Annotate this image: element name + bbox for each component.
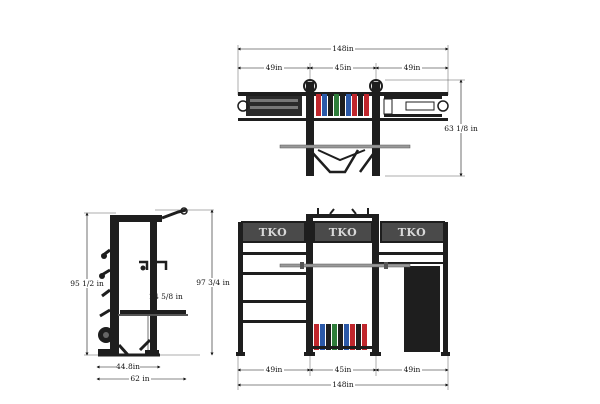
tko-logo-right: TKO: [398, 226, 427, 239]
side-rack-profile: [98, 207, 188, 357]
front-rack-elevation: TKO TKO TKO: [236, 208, 450, 356]
side-overall-depth-label: 62 in: [130, 374, 149, 383]
front-right-bay-label: 49in: [404, 365, 421, 374]
side-height-right-label: 97 3/4 in: [196, 278, 230, 287]
top-depth-label: 63 1/8 in: [444, 124, 478, 133]
side-height-left-label: 95 1/2 in: [70, 279, 104, 288]
top-view: 148in 49in 45in 49in 63 1/8 in: [237, 44, 478, 177]
front-center-bay-label: 45in: [335, 365, 352, 374]
side-bench-height-label: 24 5/8 in: [149, 292, 183, 301]
top-overall-width-label: 148in: [332, 44, 354, 53]
side-base-depth-label: 44.8in: [116, 362, 140, 371]
front-overall-width-label: 148in: [332, 380, 354, 389]
tko-logo-left: TKO: [259, 226, 288, 239]
top-right-bay-label: 49in: [404, 63, 421, 72]
top-rack-plan: [237, 79, 449, 176]
front-left-bay-label: 49in: [266, 365, 283, 374]
top-left-bay-label: 49in: [266, 63, 283, 72]
front-view: 49in 45in 49in 148in TKO TKO TKO: [236, 208, 450, 390]
side-view: 95 1/2 in 97 3/4 in 24 5/8 in 44.8in 62 …: [67, 207, 233, 383]
tko-logo-center: TKO: [329, 226, 358, 239]
top-center-bay-label: 45in: [335, 63, 352, 72]
